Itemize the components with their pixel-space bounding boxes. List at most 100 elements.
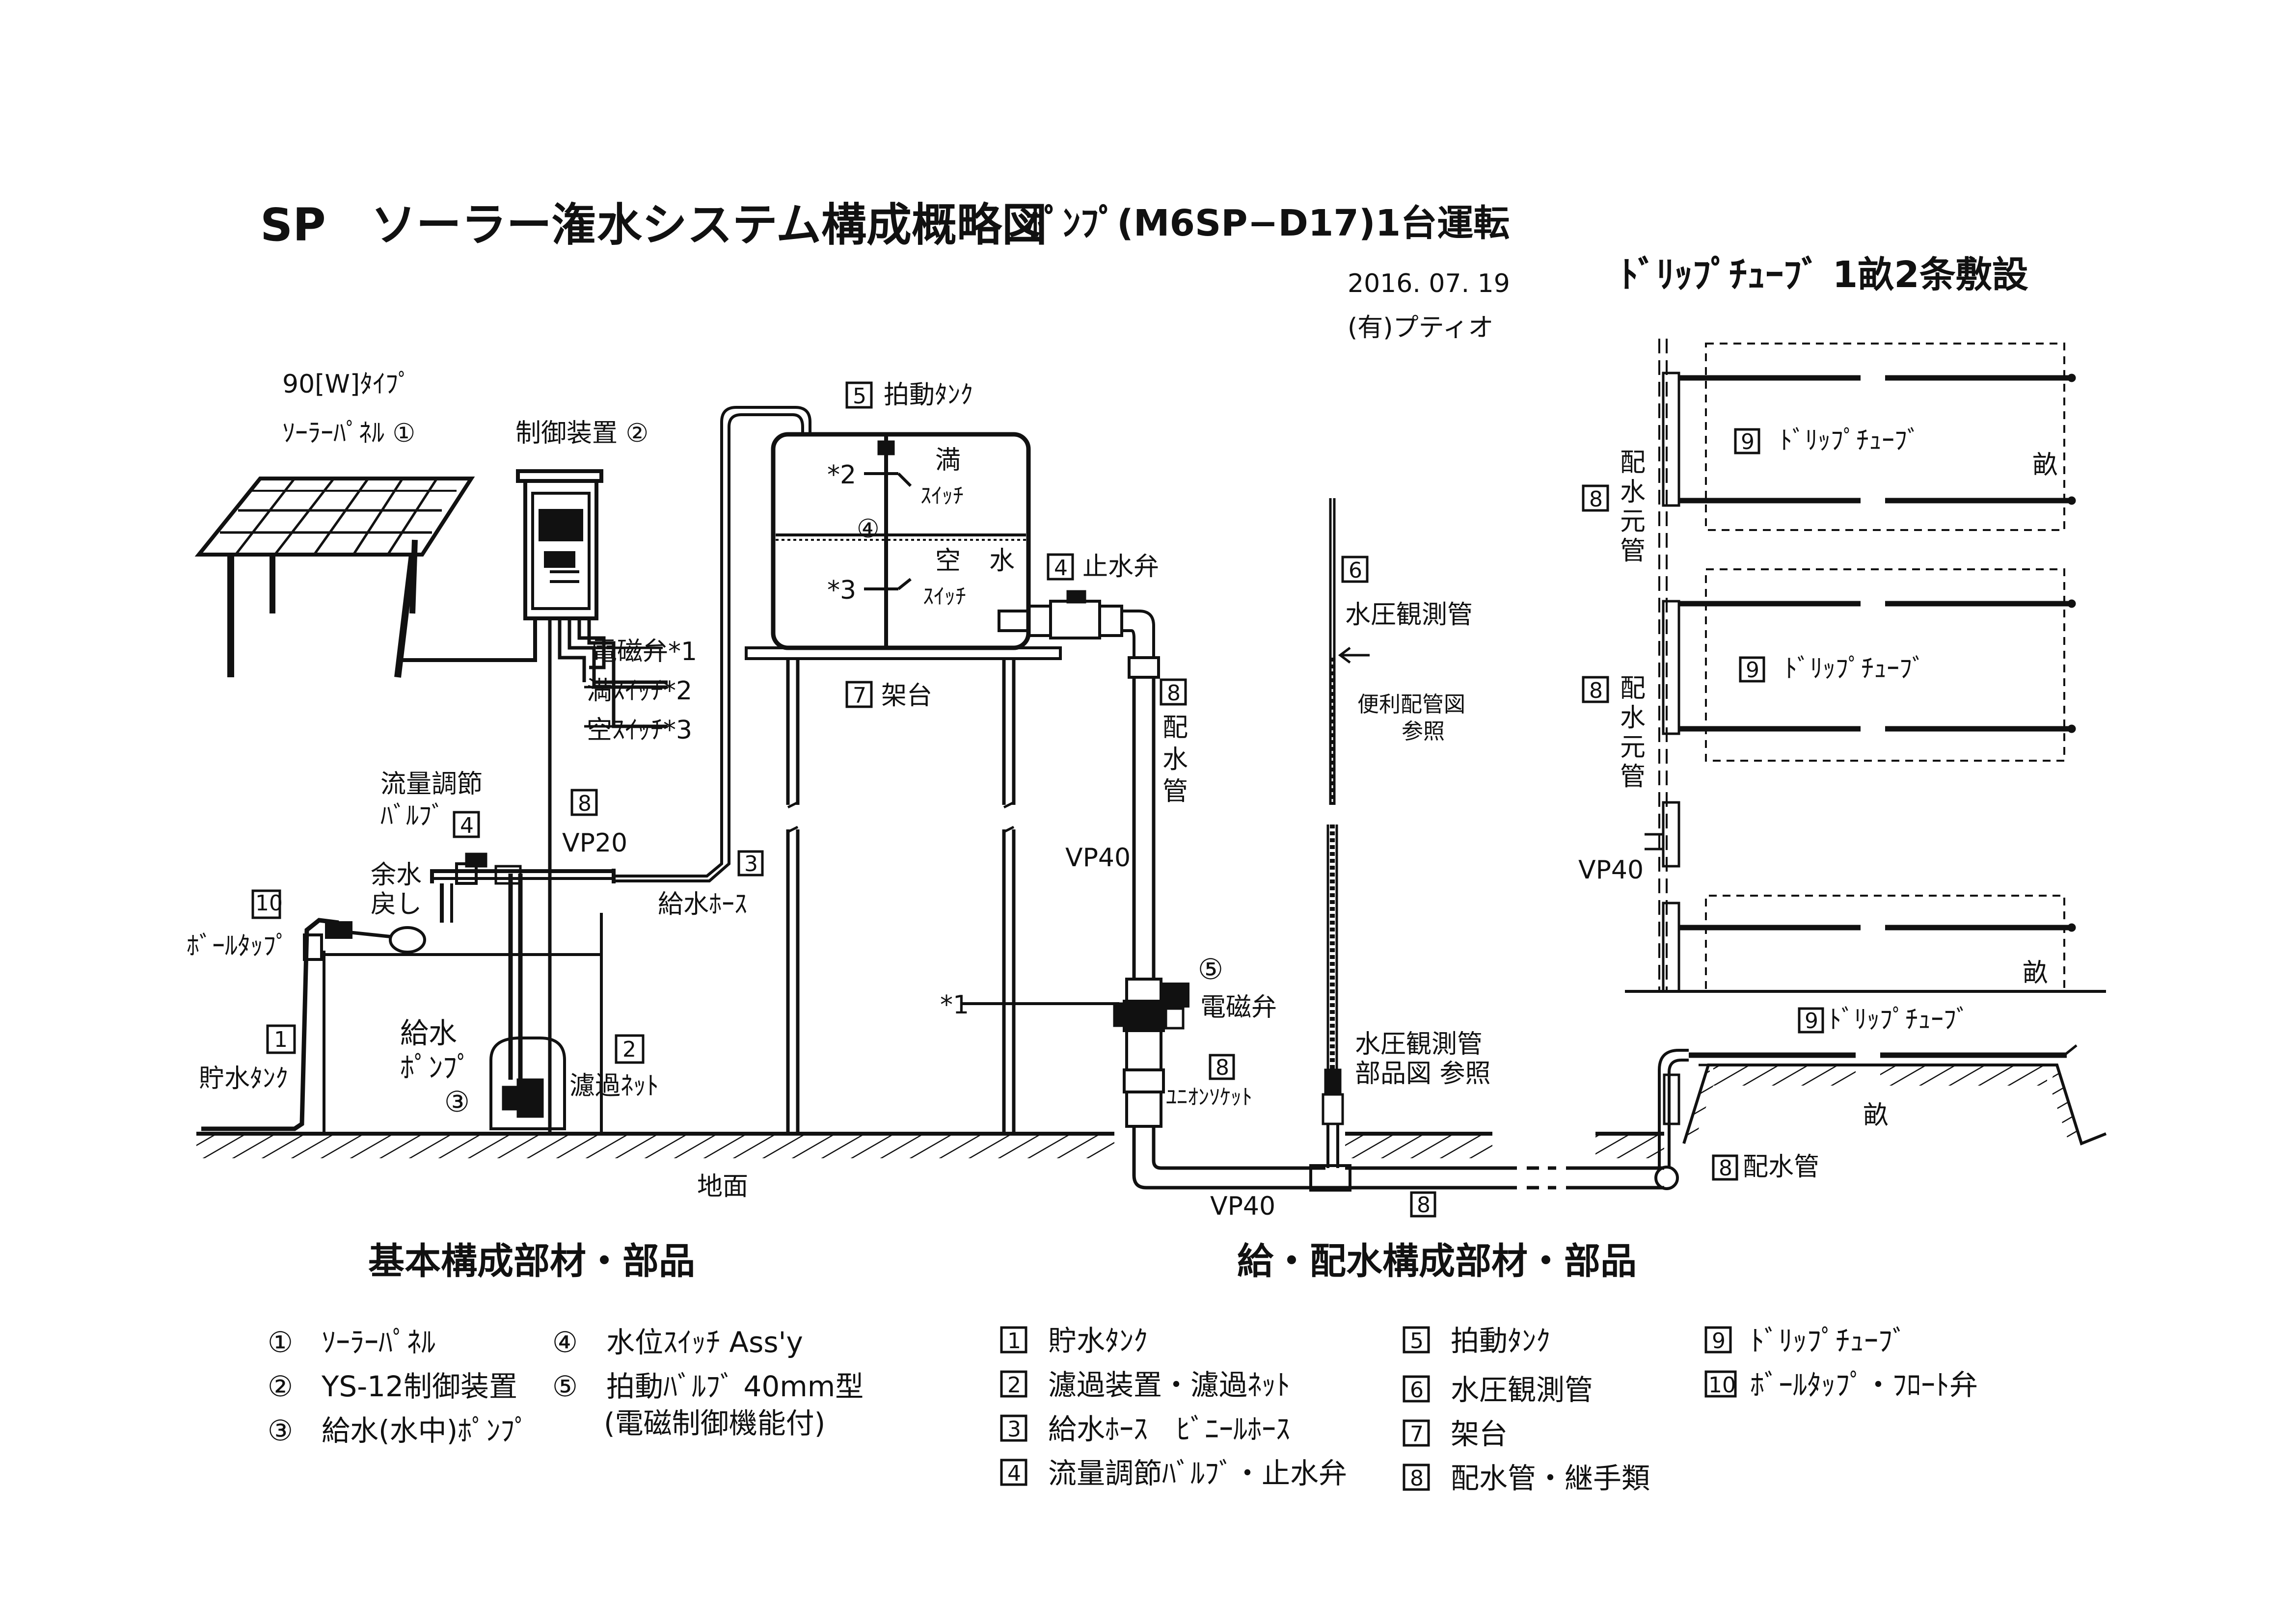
union-box <box>1209 1054 1235 1080</box>
solenoid-valve <box>1113 978 1189 1171</box>
drip3-num: 9 <box>1805 1009 1818 1034</box>
main-num: 8 <box>1589 487 1603 512</box>
ridge-top-label: 畝 <box>2032 451 2058 480</box>
dist-pipe-num: 8 <box>1167 681 1181 706</box>
drip3-box <box>1798 1007 1824 1034</box>
legend-right-num: 6 <box>1410 1378 1424 1403</box>
vp20-label: VP20 <box>562 828 627 858</box>
legend-right-item: 6 水圧観測管 <box>1403 1373 1593 1407</box>
vp20-num: 8 <box>578 791 592 816</box>
mark-3: *3 <box>827 576 856 605</box>
drip3-label: ﾄﾞﾘｯﾌﾟﾁｭｰﾌﾞ <box>1829 1005 1969 1035</box>
bottom-pipe-num: 8 <box>1417 1193 1431 1218</box>
vp40-bottom-label: VP40 <box>1210 1192 1275 1221</box>
controller-box <box>516 469 603 620</box>
main-box <box>1582 484 1609 512</box>
legend-right-item: 3 給水ﾎｰｽ ﾋﾞﾆｰﾙﾎｰｽ <box>1000 1412 1290 1446</box>
ridge-section-label: 畝 <box>1863 1101 1889 1130</box>
pump-label-1: 給水 <box>400 1016 457 1050</box>
tank-stand <box>745 646 1062 1134</box>
main2-label-1: 配 <box>1620 674 1646 703</box>
full-switch-wire-label: 満ｽｲｯﾁ*2 <box>587 676 692 706</box>
stop-valve-num: 4 <box>1054 556 1068 581</box>
vp40-mid-label: VP40 <box>1065 843 1131 873</box>
legend-right-num: 4 <box>1007 1461 1021 1486</box>
ridge-slope-right <box>2050 1065 2081 1144</box>
legend-left-item: ② YS-12制御装置 <box>268 1370 517 1403</box>
drip-title: ﾄﾞﾘｯﾌﾟﾁｭｰﾌﾞ 1畝2条敷設 <box>1620 254 2028 296</box>
legend-right-num: 7 <box>1410 1422 1424 1447</box>
gauge-box <box>1341 556 1369 583</box>
flow-valve <box>430 852 616 923</box>
bottom-pipe-box <box>1410 1191 1436 1218</box>
mark-1: *1 <box>940 990 969 1020</box>
drip-field <box>1625 339 2106 993</box>
hose-label: 給水ﾎｰｽ <box>658 890 747 919</box>
main-label-1: 配 <box>1620 448 1646 478</box>
gauge-label: 水圧観測管 <box>1345 600 1473 630</box>
legend-left-item: ① ｿｰﾗｰﾊﾟﾈﾙ <box>268 1326 435 1359</box>
ground-label: 地面 <box>697 1172 748 1201</box>
legend-right-text: 拍動ﾀﾝｸ <box>1451 1324 1550 1357</box>
tank-num: 5 <box>853 384 866 409</box>
drip1-box <box>1734 428 1760 454</box>
surplus-label-1: 余水 <box>371 860 422 890</box>
handy-label-2: 参照 <box>1402 719 1445 744</box>
legend-right-item: 2 濾過装置・濾過ﾈｯﾄ <box>1000 1368 1290 1402</box>
legend-right-item: 1 貯水ﾀﾝｸ <box>1000 1324 1148 1357</box>
main2-label-4: 管 <box>1620 762 1646 792</box>
solenoid-wire-label: 電磁弁*1 <box>592 637 697 666</box>
legend-right-text: 配水管・継手類 <box>1451 1462 1650 1495</box>
stand-box <box>845 681 873 708</box>
legend-left-item: ④ 水位ｽｲｯﾁ Ass'y <box>552 1326 803 1359</box>
legend-right-text: 水圧観測管 <box>1451 1373 1593 1407</box>
flow-valve-num: 4 <box>460 813 474 838</box>
legend-right-text: ﾎﾞｰﾙﾀｯﾌﾟ・ﾌﾛｰﾄ弁 <box>1750 1368 1978 1402</box>
ground-line <box>196 1132 1664 1158</box>
drip2-label: ﾄﾞﾘｯﾌﾟﾁｭｰﾌﾞ <box>1784 654 1925 684</box>
gauge-parts-2: 部品図 参照 <box>1355 1059 1491 1089</box>
main-label-4: 管 <box>1620 536 1646 566</box>
ridge-hatch-right <box>1880 1066 2047 1086</box>
tank-label: 拍動ﾀﾝｸ <box>884 380 973 410</box>
main2-label-2: 水 <box>1620 703 1646 733</box>
gauge-parts-1: 水圧観測管 <box>1355 1030 1483 1059</box>
legend-right-text: 架台 <box>1451 1417 1508 1451</box>
controller-label: 制御装置 ② <box>515 419 648 448</box>
empty-switch-2: 水 <box>989 546 1015 576</box>
drip2-num: 9 <box>1746 658 1759 683</box>
legend-right-num: 10 <box>1708 1373 1736 1398</box>
bottom-pipe <box>1132 1151 1679 1192</box>
legend-right-num: 5 <box>1410 1329 1424 1354</box>
empty-switch-3: ｽｲｯﾁ <box>923 584 966 609</box>
drip1-num: 9 <box>1741 429 1755 454</box>
mark-2: *2 <box>827 460 856 490</box>
ridge-section <box>1658 1044 2107 1171</box>
flow-valve-label-2: ﾊﾞﾙﾌﾞ <box>380 801 444 831</box>
legend-left-item: ③ 給水(水中)ﾎﾟﾝﾌﾟ <box>268 1414 529 1447</box>
filter-label: 濾過ﾈｯﾄ <box>569 1071 659 1101</box>
pump <box>489 874 566 1130</box>
ridge-hatch-left <box>1713 1066 1856 1086</box>
outlet-pipe <box>998 590 1160 979</box>
legend-right-item: 4 流量調節ﾊﾞﾙﾌﾞ・止水弁 <box>1000 1457 1347 1490</box>
empty-switch-1: 空 <box>935 546 961 576</box>
switch-num: ④ <box>857 514 880 544</box>
pipe-right-label: 配水管 <box>1743 1152 1819 1182</box>
drip2-box <box>1739 656 1765 683</box>
flow-valve-box <box>453 811 480 838</box>
hose-box <box>737 850 764 877</box>
solar-panel <box>194 477 475 678</box>
full-switch-2: ｽｲｯﾁ <box>920 483 964 508</box>
empty-switch-wire-label: 空ｽｲｯﾁ*3 <box>587 716 692 745</box>
dist-pipe-box <box>1160 678 1187 706</box>
ball-tap-num: 10 <box>255 891 283 916</box>
solar-panel-label: ｿｰﾗｰﾊﾟﾈﾙ ① <box>282 419 415 448</box>
legend-left-item: (電磁制御機能付) <box>604 1407 825 1440</box>
legend-right-item: 5 拍動ﾀﾝｸ <box>1403 1324 1550 1357</box>
pressure-tube <box>1322 498 1370 1168</box>
legend-right-text: 給水ﾎｰｽ ﾋﾞﾆｰﾙﾎｰｽ <box>1048 1412 1290 1446</box>
panel-cable <box>400 604 537 662</box>
ball-tap <box>201 918 426 1131</box>
